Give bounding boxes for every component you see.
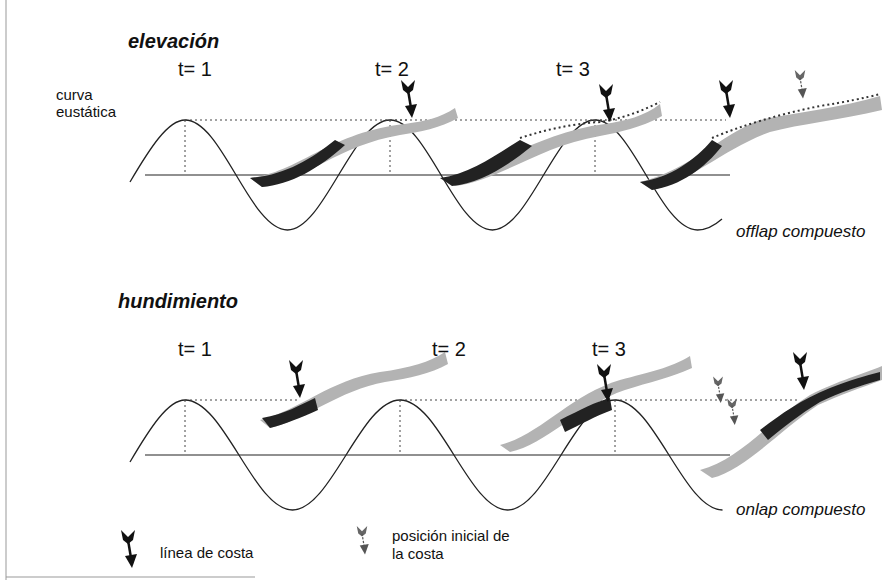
- dotted-guides: [185, 400, 300, 401]
- shoreline-arrow: [401, 80, 417, 118]
- sediment-dark: [250, 140, 345, 187]
- sediment-dark: [262, 398, 318, 428]
- sediment-wedge: [640, 96, 882, 190]
- subsidence-panel: [130, 352, 882, 510]
- dotted-guides: [185, 120, 726, 175]
- sediment-wedge: [260, 352, 448, 428]
- dotted-guides: [185, 400, 186, 455]
- shoreline-arrow: [719, 80, 735, 118]
- previous-surface: [712, 94, 880, 138]
- initial-shoreline-arrow: [713, 376, 724, 403]
- time-label: t= 1: [178, 58, 212, 81]
- previous-surface: [520, 102, 660, 138]
- shoreline-arrow: [289, 360, 305, 398]
- uplift-panel: [130, 70, 882, 230]
- time-label: t= 2: [432, 338, 466, 361]
- dotted-guides: [185, 120, 408, 121]
- dotted-guides: [390, 120, 606, 121]
- sediment-dark: [760, 372, 880, 440]
- sediment-wedge: [500, 356, 692, 452]
- eustatic-curve: [130, 400, 723, 510]
- sediment-dark: [560, 398, 612, 432]
- frame-line: [6, 577, 255, 578]
- dotted-guides: [400, 400, 401, 455]
- dotted-guides: [400, 400, 606, 401]
- baseline: [145, 174, 730, 175]
- frame-line: [6, 0, 7, 580]
- initial-shoreline-arrow: [795, 70, 807, 99]
- shoreline-arrow: [597, 364, 613, 402]
- dotted-guides: [615, 400, 616, 455]
- pattern-label: offlap compuesto: [736, 222, 865, 242]
- legend-initial-arrow: [357, 526, 369, 555]
- sediment-dark: [440, 140, 532, 186]
- dotted-guides: [185, 120, 186, 175]
- time-label: t= 2: [375, 58, 409, 81]
- initial-shoreline-arrow: [727, 398, 738, 425]
- legend-shoreline-arrow: [121, 530, 137, 568]
- curve-label: curva eustática: [56, 86, 128, 121]
- sediment-wedge: [700, 366, 882, 478]
- shoreline-arrow: [599, 84, 615, 122]
- panel-title: elevación: [128, 30, 219, 53]
- panel-title: hundimiento: [118, 290, 238, 313]
- pattern-label: onlap compuesto: [736, 500, 865, 520]
- time-label: t= 1: [178, 338, 212, 361]
- time-label: t= 3: [556, 58, 590, 81]
- legend-text: posición inicial de la costa: [392, 527, 522, 563]
- sediment-dark: [640, 140, 722, 190]
- eustatic-curve: [130, 120, 722, 230]
- sediment-wedge: [250, 108, 458, 187]
- dotted-guides: [185, 400, 800, 455]
- dotted-guides: [615, 400, 800, 401]
- baseline: [145, 454, 730, 455]
- shoreline-arrow: [793, 352, 809, 390]
- legend-text: línea de costa: [160, 544, 253, 562]
- time-label: t= 3: [592, 338, 626, 361]
